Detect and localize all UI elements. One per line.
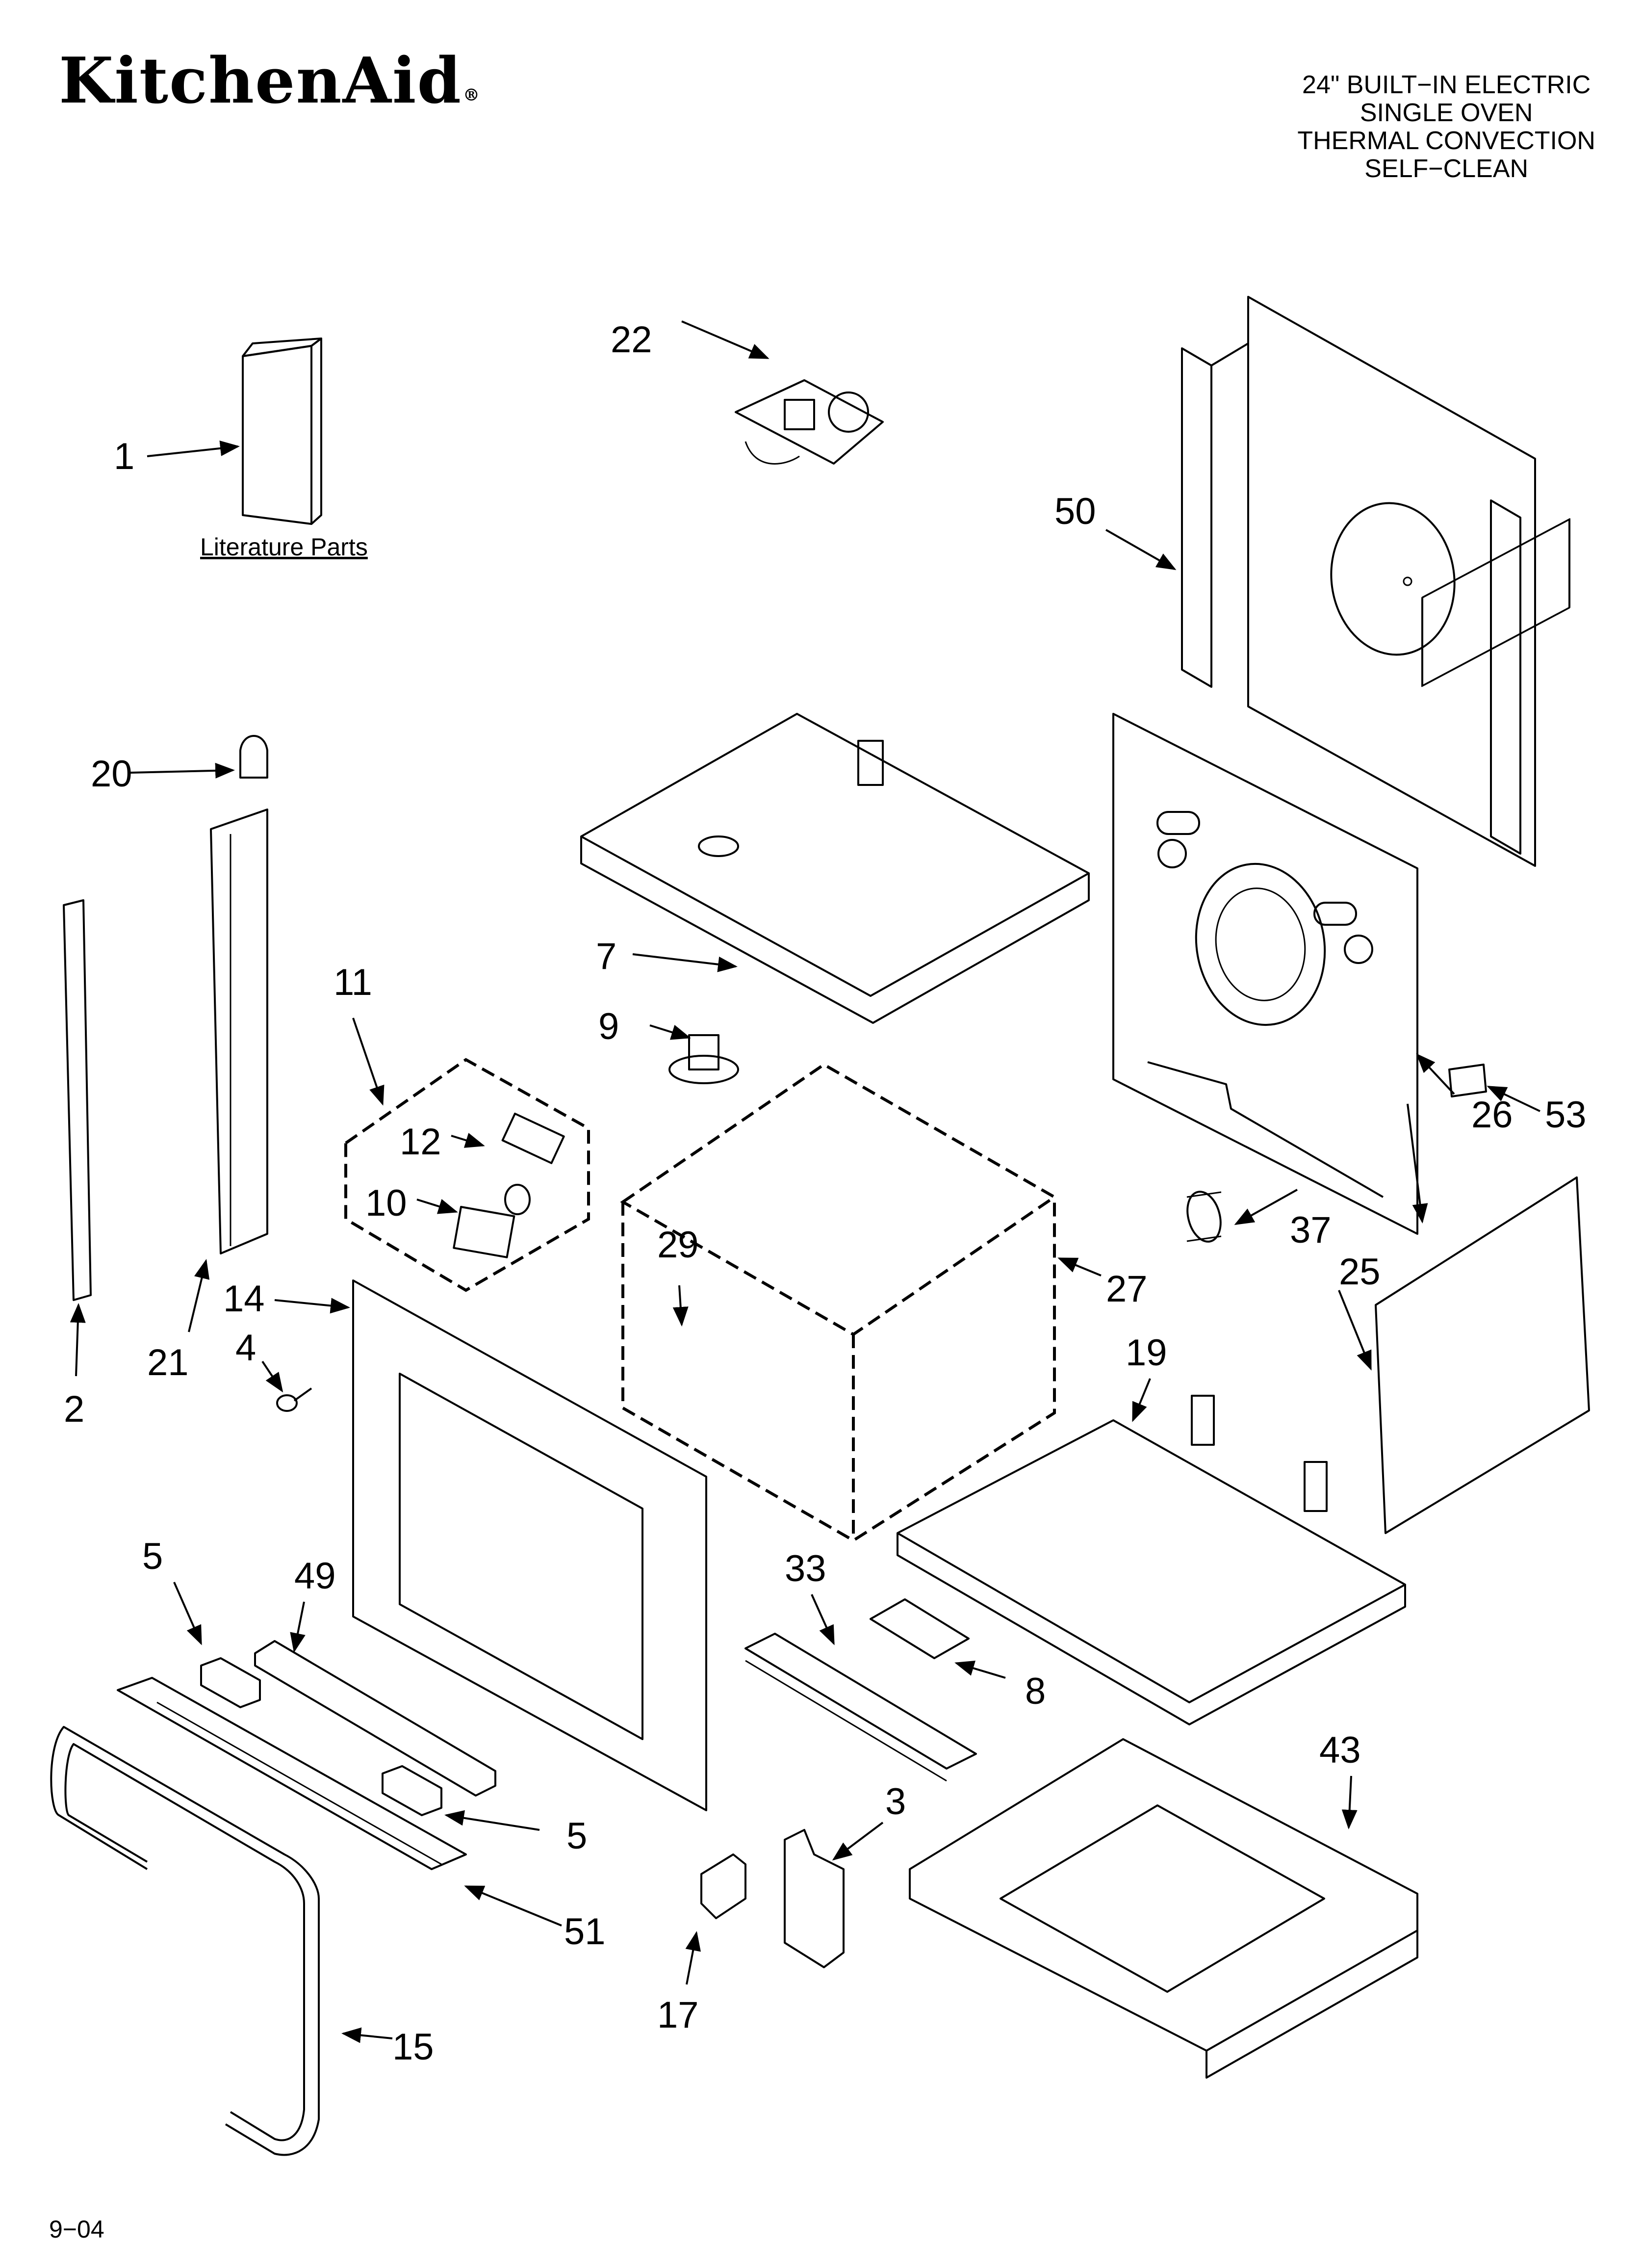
callout-53: 53	[1545, 1094, 1587, 1136]
part-33-channel	[744, 1633, 977, 1782]
callout-9: 9	[598, 1006, 619, 1047]
callout-49: 49	[294, 1555, 336, 1597]
part-15-gasket	[50, 1726, 320, 2156]
model-description: 24" BUILT−IN ELECTRIC SINGLE OVEN THERMA…	[1297, 71, 1595, 183]
callout-10: 10	[365, 1182, 407, 1224]
part-49-spacer	[254, 1640, 496, 1797]
callout-1: 1	[114, 436, 135, 477]
callout-20: 20	[91, 753, 132, 795]
part-11-light-assembly	[344, 1058, 590, 1292]
part-22-control	[735, 379, 884, 465]
part-4-screw	[276, 1387, 312, 1412]
part-53-clip	[1448, 1064, 1487, 1097]
part-37-thermal-disc	[1186, 1191, 1222, 1243]
part-2-trim	[63, 899, 92, 1301]
part-20-cap	[239, 735, 268, 779]
callout-8: 8	[1025, 1670, 1046, 1712]
part-43-bottom-pan	[909, 1738, 1418, 2079]
part-5-block-top	[200, 1657, 261, 1708]
callout-12: 12	[400, 1121, 441, 1163]
brand-logo: KitchenAid®	[59, 44, 481, 118]
callout-7: 7	[596, 936, 617, 977]
header-line-3: THERMAL CONVECTION	[1297, 127, 1595, 155]
header-line-1: 24" BUILT−IN ELECTRIC	[1302, 71, 1591, 99]
part-50-rear-panel	[1181, 296, 1536, 867]
header-line-4: SELF−CLEAN	[1364, 155, 1529, 183]
revision-date: 9−04	[49, 2216, 104, 2243]
part-21-side-trim	[210, 808, 268, 1254]
callout-5-top: 5	[142, 1536, 163, 1577]
callout-51: 51	[564, 1911, 606, 1953]
callout-22: 22	[611, 319, 652, 361]
part-14-front-frame	[352, 1279, 707, 1811]
part-27-oven-cavity	[620, 1063, 1057, 1542]
callout-25: 25	[1339, 1251, 1381, 1293]
part-17-bracket	[700, 1853, 746, 1919]
part-19-bottom-panel	[897, 1395, 1406, 1725]
part-7-top-panel	[580, 713, 1090, 1024]
callout-5-bottom: 5	[566, 1815, 588, 1857]
brand-name: KitchenAid	[59, 44, 462, 118]
callout-26: 26	[1471, 1094, 1513, 1136]
part-26-fan-panel	[1112, 713, 1418, 1235]
callout-21: 21	[147, 1342, 189, 1383]
literature-parts-label: Literature Parts	[200, 533, 368, 561]
callout-50: 50	[1054, 491, 1096, 532]
part-9-connector	[668, 1034, 739, 1084]
part-5-block-bottom	[382, 1765, 442, 1816]
callout-29: 29	[657, 1224, 699, 1266]
callout-27: 27	[1106, 1268, 1148, 1310]
callout-15: 15	[392, 2026, 434, 2068]
header-line-2: SINGLE OVEN	[1360, 99, 1533, 127]
callout-19: 19	[1126, 1332, 1167, 1374]
callout-14: 14	[223, 1278, 265, 1320]
callout-33: 33	[785, 1548, 826, 1590]
part-3-bracket	[784, 1829, 845, 1968]
callout-43: 43	[1319, 1729, 1361, 1771]
callout-2: 2	[64, 1388, 85, 1430]
callout-11: 11	[334, 962, 372, 1003]
part-51-vent-trim	[117, 1677, 467, 1870]
callout-3: 3	[885, 1781, 906, 1823]
part-8-bracket	[870, 1598, 970, 1659]
callout-4: 4	[235, 1327, 257, 1369]
registered-mark: ®	[462, 85, 481, 105]
part-25-side-panel	[1375, 518, 1590, 1534]
callout-17: 17	[657, 1994, 699, 2036]
part-1-literature	[242, 338, 322, 525]
callout-37: 37	[1290, 1209, 1332, 1251]
leader-arrows	[70, 320, 1540, 2043]
